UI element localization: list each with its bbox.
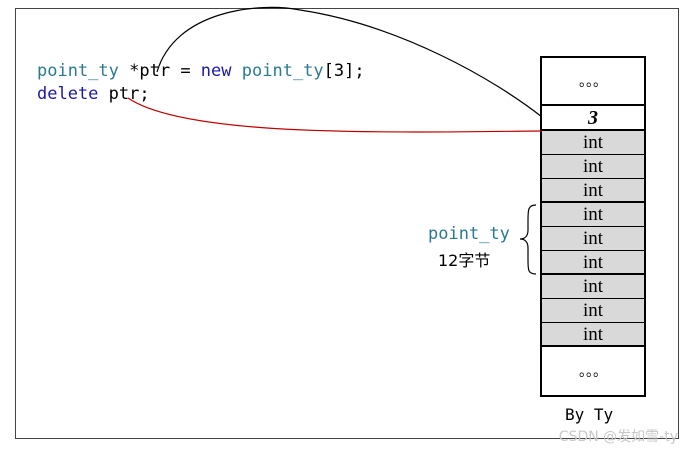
- code-line-new: point_ty *ptr = new point_ty[3];: [37, 60, 365, 82]
- code-type-1: point_ty: [37, 61, 119, 81]
- code-ptr-decl: *ptr =: [129, 61, 201, 81]
- code-keyword-new: new: [200, 61, 232, 81]
- memory-int-cell-9: int: [540, 323, 646, 347]
- code-type-2: point_ty: [241, 61, 324, 81]
- memory-int-cell-7: int: [540, 275, 646, 299]
- annotation-size-label: 12字节: [438, 251, 491, 270]
- delete-pointer-curve: [127, 97, 543, 133]
- watermark: CSDN @发如雪-ty: [558, 429, 678, 445]
- memory-top-ellipsis: 。。。: [540, 56, 646, 106]
- memory-count-cell: 3: [540, 106, 646, 131]
- memory-int-cell-3: int: [540, 179, 646, 203]
- memory-int-cell-4: int: [540, 203, 646, 227]
- memory-int-cell-5: int: [540, 227, 646, 251]
- code-delete-target: ptr;: [98, 84, 150, 104]
- memory-int-cell-6: int: [540, 251, 646, 275]
- memory-caption: By Ty: [565, 405, 614, 424]
- annotation-type-name: point_ty: [428, 224, 510, 244]
- memory-int-cell-8: int: [540, 299, 646, 323]
- memory-int-cell-1: int: [540, 131, 646, 155]
- code-line-delete: delete ptr;: [37, 83, 150, 105]
- new-pointer-arc: [156, 6, 543, 118]
- brace-icon: [519, 204, 537, 275]
- memory-bottom-ellipsis: 。。。: [540, 347, 646, 397]
- code-array-size: [3];: [323, 61, 365, 81]
- diagram-frame: [15, 8, 679, 439]
- memory-int-cell-2: int: [540, 155, 646, 179]
- code-keyword-delete: delete: [37, 84, 99, 104]
